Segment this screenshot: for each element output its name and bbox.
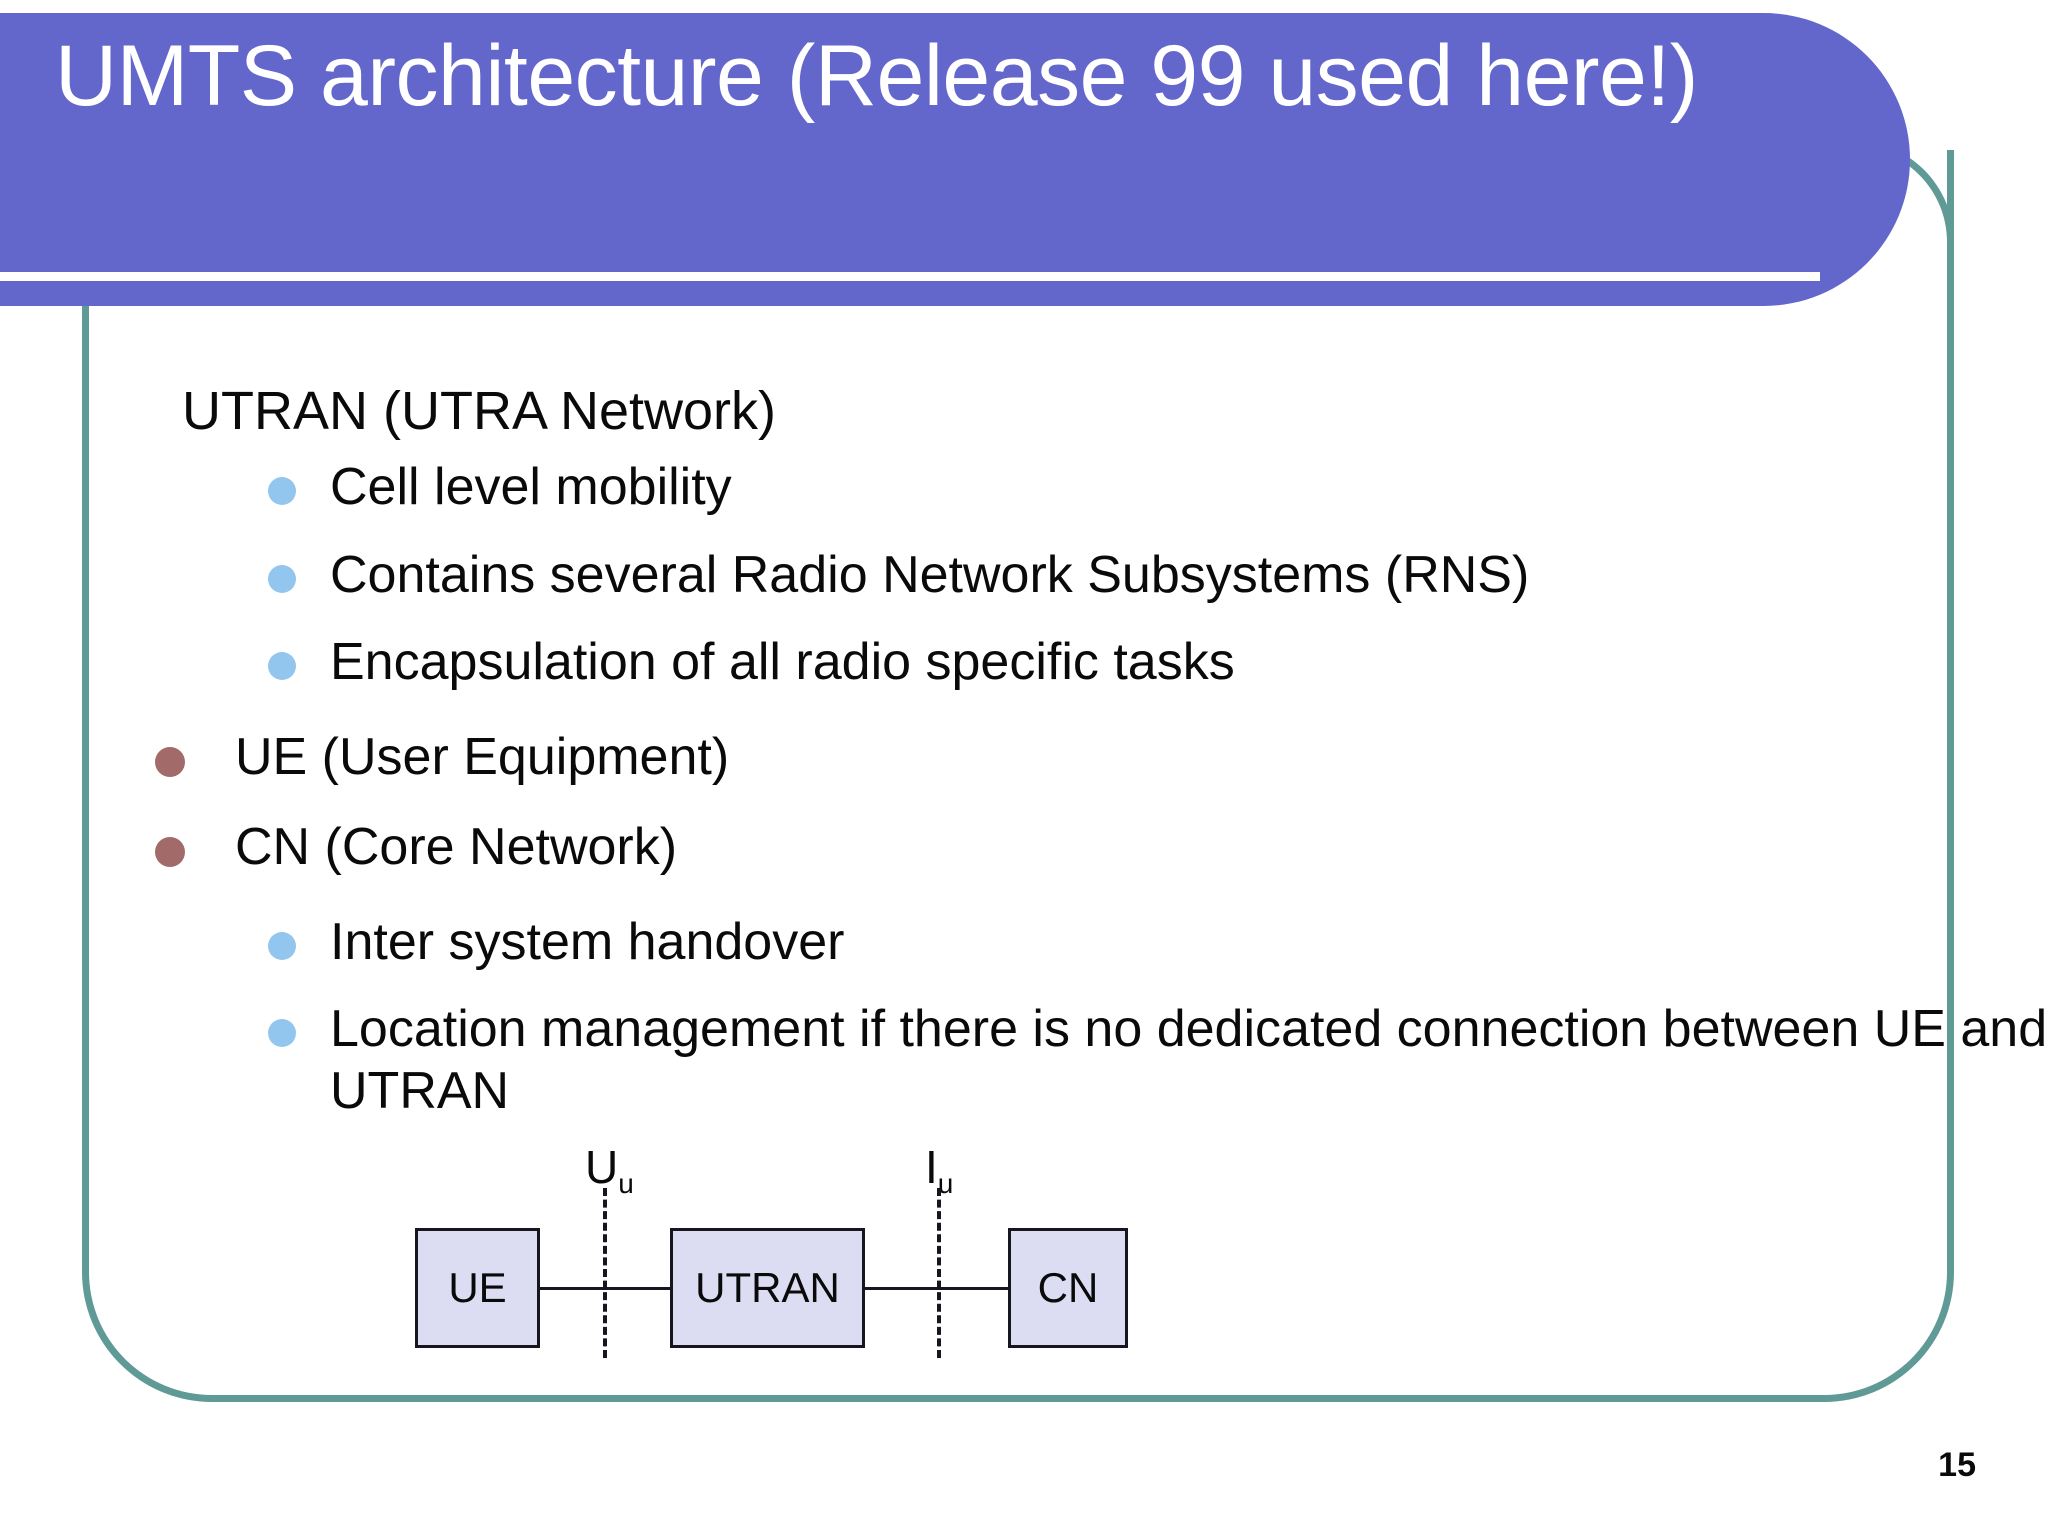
bullet-dot-icon bbox=[268, 564, 296, 593]
diagram-node-utran: UTRAN bbox=[670, 1228, 865, 1348]
title-underline-rule bbox=[0, 272, 1820, 281]
connector-utran-cn bbox=[863, 1287, 1010, 1290]
interface-boundary-uu bbox=[603, 1188, 607, 1358]
interface-base: I bbox=[925, 1141, 938, 1193]
diagram-node-cn: CN bbox=[1008, 1228, 1128, 1348]
umts-architecture-diagram: Uu Iu UE UTRAN CN bbox=[400, 1141, 1160, 1380]
interface-label-iu: Iu bbox=[925, 1140, 953, 1199]
page-number: 15 bbox=[1938, 1446, 1976, 1484]
bullet-text: Encapsulation of all radio specific task… bbox=[330, 632, 1235, 691]
list-item-level0: UTRAN (UTRA Network) bbox=[0, 380, 2048, 443]
interface-boundary-iu bbox=[937, 1188, 941, 1358]
bullet-list: UTRAN (UTRA Network) Cell level mobility… bbox=[0, 380, 2048, 1148]
page-title: UMTS architecture (Release 99 used here!… bbox=[55, 28, 1698, 124]
bullet-dot-icon bbox=[268, 477, 296, 506]
bullet-dot-icon bbox=[155, 836, 185, 867]
bullet-text: Location management if there is no dedic… bbox=[330, 1000, 2048, 1120]
list-item-level2: Contains several Radio Network Subsystem… bbox=[0, 545, 2048, 606]
bullet-text: Contains several Radio Network Subsystem… bbox=[330, 545, 1530, 604]
interface-base: U bbox=[585, 1141, 619, 1193]
list-item-level1: CN (Core Network) bbox=[0, 817, 2048, 878]
list-item-level1: UE (User Equipment) bbox=[0, 727, 2048, 788]
node-label: UTRAN bbox=[695, 1264, 840, 1311]
list-item-level2: Location management if there is no dedic… bbox=[0, 999, 2048, 1122]
diagram-node-ue: UE bbox=[415, 1228, 540, 1348]
node-label: UE bbox=[448, 1264, 507, 1311]
bullet-text: UE (User Equipment) bbox=[235, 728, 730, 787]
bullet-dot-icon bbox=[268, 651, 296, 680]
bullet-dot-icon bbox=[268, 1019, 296, 1048]
interface-label-uu: Uu bbox=[585, 1140, 634, 1199]
interface-subscript: u bbox=[937, 1168, 954, 1199]
bullet-dot-icon bbox=[155, 747, 185, 778]
interface-subscript: u bbox=[618, 1168, 634, 1199]
bullet-text: Cell level mobility bbox=[330, 458, 732, 517]
frame-right-vertical bbox=[1947, 150, 1954, 260]
title-banner: UMTS architecture (Release 99 used here!… bbox=[0, 13, 1910, 306]
list-item-level2: Encapsulation of all radio specific task… bbox=[0, 632, 2048, 693]
bullet-dot-icon bbox=[268, 931, 296, 960]
bullet-text: Inter system handover bbox=[330, 912, 845, 971]
bullet-text: CN (Core Network) bbox=[235, 817, 678, 876]
bullet-text: UTRAN (UTRA Network) bbox=[182, 381, 777, 441]
list-item-level2: Cell level mobility bbox=[0, 457, 2048, 518]
node-label: CN bbox=[1037, 1264, 1099, 1311]
list-item-level2: Inter system handover bbox=[0, 912, 2048, 973]
